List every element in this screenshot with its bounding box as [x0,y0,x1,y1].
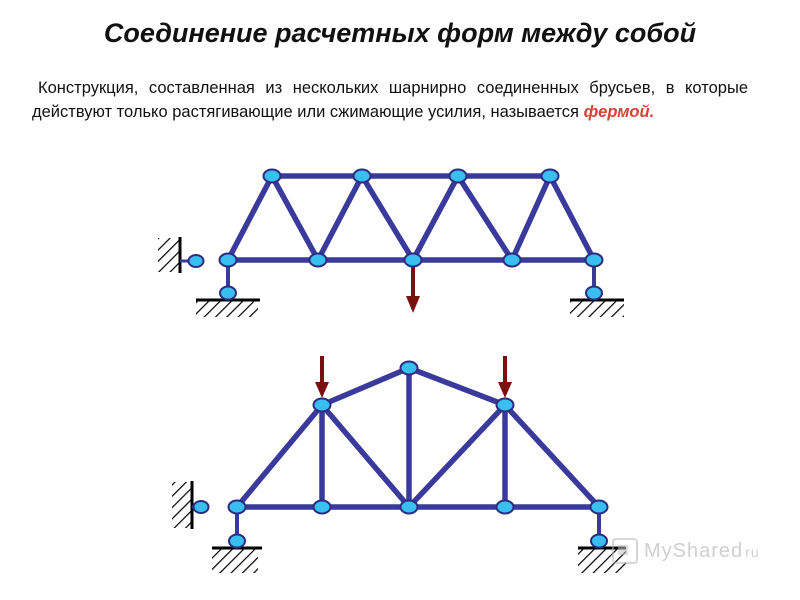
joint [312,499,332,515]
joint [399,499,419,515]
joint [218,252,238,268]
truss-2-joints [192,360,609,549]
load-arrow-1 [406,267,420,313]
slide-title: Соединение расчетных форм между собой [103,18,697,48]
joint [495,397,515,413]
joint [228,533,246,549]
watermark-logo-icon [612,538,638,564]
joint [219,285,237,301]
joint [227,499,247,515]
joint [495,499,515,515]
definition-paragraph: Конструкция, составленная из нескольких … [32,76,748,124]
truss-1 [158,168,624,317]
joint [352,168,372,184]
joint [262,168,282,184]
definition-term: фермой. [583,103,655,121]
joint [399,360,419,376]
joint [192,500,210,514]
truss-2 [172,356,626,573]
joint [312,397,332,413]
joint [540,168,560,184]
joint [187,254,205,268]
joint [589,499,609,515]
load-arrow-2-right [498,356,512,398]
joint [585,285,603,301]
definition-text: Конструкция, составленная из нескольких … [32,79,748,121]
truss-1-joints [187,168,604,301]
truss-2-members [234,365,602,510]
joint [403,252,423,268]
joint [448,168,468,184]
joint [590,533,608,549]
joint [502,252,522,268]
truss-1-members [225,173,597,263]
load-arrow-2-left [315,356,329,398]
joint [308,252,328,268]
joint [584,252,604,268]
